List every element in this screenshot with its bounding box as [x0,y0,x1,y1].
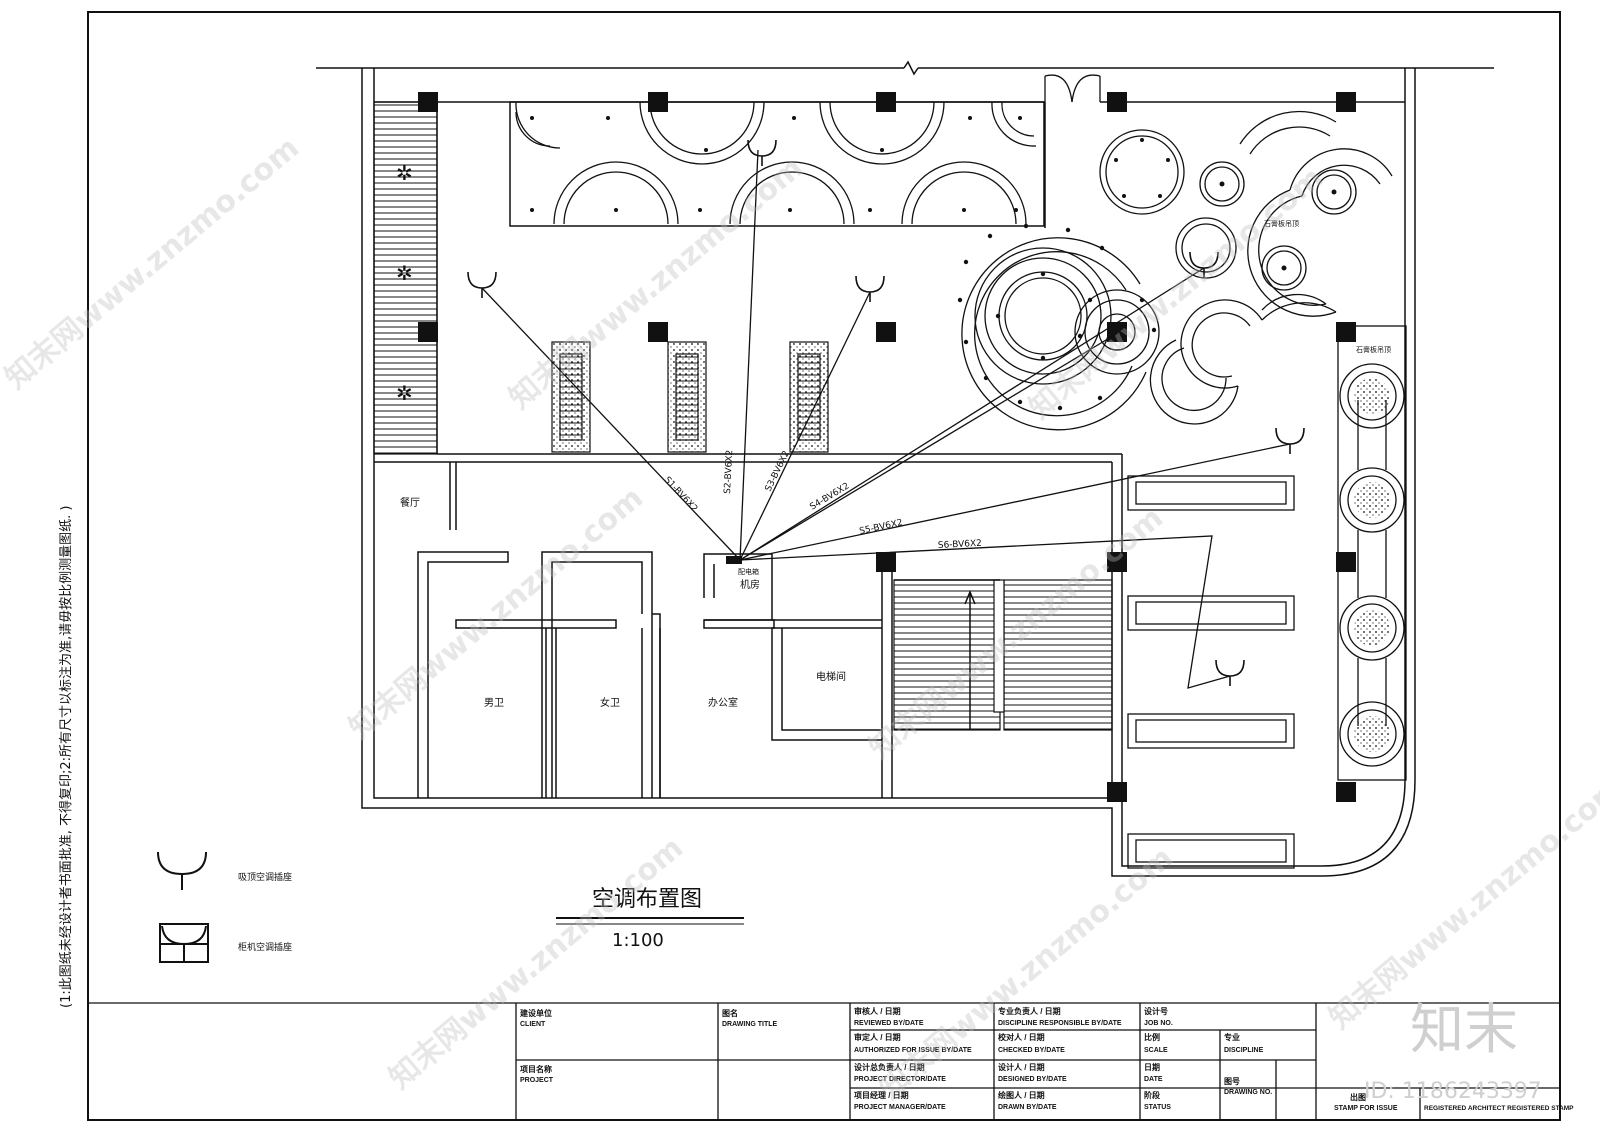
legend-ceiling-ac-icon [157,851,207,890]
round-ceiling-lights [957,223,1157,411]
room-label-elevator: 电梯间 [816,670,846,683]
tb-drawing-title-en: DRAWING TITLE [722,1021,778,1028]
fixture-dots [1114,138,1337,271]
side-shelf-units [1127,475,1295,869]
legend-cabinet-ac-icon [159,923,209,963]
tb-designed-cn: 设计人 / 日期 [998,1062,1045,1072]
tb-drawing-title-cn: 图名 [722,1008,738,1018]
watermark-brand: 知末 [1410,998,1518,1061]
left-hatched-strip [373,101,438,455]
tb-director-en: PROJECT DIRECTOR/DATE [854,1076,946,1083]
tb-authorized-en: AUTHORIZED FOR ISSUE BY/DATE [854,1047,972,1054]
room-label-machine: 机房 [740,578,760,591]
tb-director-cn: 设计总负责人 / 日期 [854,1062,925,1072]
svg-text:✲: ✲ [396,381,413,405]
staircase [893,579,1113,731]
tb-job-cn: 设计号 [1144,1006,1168,1016]
drawing-title: 空调布置图 [592,887,702,912]
tb-job-en: JOB NO. [1144,1020,1173,1027]
side-note: (1:此图纸未经设计者书面批准, 不得复印;2:所有尺寸以标注为准,请毋按比例测… [58,506,74,1009]
round-light-fixtures [1099,129,1357,291]
tb-reg-stamp-en: REGISTERED ARCHITECT REGISTERED STAMP [1424,1105,1574,1112]
legend-ceiling-ac-label: 吸顶空调插座 [238,871,292,883]
label-gypsum-ceiling-1: 石膏板吊顶 [1264,219,1299,228]
lower-room-walls [417,462,893,798]
tb-drawing-no-cn: 图号 [1224,1077,1240,1086]
room-label-womens-wc: 女卫 [600,696,620,709]
structural-columns [418,92,1356,802]
decor-plants: ✲ ✲ ✲ [396,161,413,405]
circuit-label-s5: S5-BV6X2 [859,518,904,537]
tb-stamp-issue-en: STAMP FOR ISSUE [1334,1105,1398,1112]
right-column-dots [1354,378,1390,752]
svg-text:✲: ✲ [396,161,413,185]
tb-reviewed-en: REVIEWED BY/DATE [854,1020,924,1027]
tb-discipline-en: DISCIPLINE [1224,1047,1264,1054]
right-gypsum-column [1337,325,1407,781]
entrance-door [1044,74,1101,103]
tb-status-cn: 阶段 [1144,1090,1160,1100]
circuit-label-s3: S3-BV6X2 [764,449,792,493]
watermark-id: ID: 1186243397 [1364,1079,1542,1104]
tb-drawn-en: DRAWN BY/DATE [998,1104,1057,1111]
title-block [88,1002,1560,1120]
ceiling-spotlights [530,116,1022,212]
circuit-label-s1: S1-BV6X2 [662,475,699,514]
tb-client-en: CLIENT [520,1021,546,1028]
svg-text:✲: ✲ [396,261,413,285]
watermark-8: 知末网www.znzmo.com [1323,770,1600,1036]
tb-date-en: DATE [1144,1076,1163,1083]
tb-date-cn: 日期 [1144,1062,1160,1072]
tb-stamp-issue-cn: 出图 [1350,1092,1366,1102]
circuit-label-s2: S2-BV6X2 [723,450,735,495]
drawing-scale: 1:100 [612,930,664,951]
tb-reviewed-cn: 审核人 / 日期 [854,1006,901,1016]
circuit-label-s6: S6-BV6X2 [938,539,983,551]
watermark-1: 知末网www.znzmo.com [0,130,306,396]
tb-discipline-resp-en: DISCIPLINE RESPONSIBLE BY/DATE [998,1020,1122,1027]
tb-designed-en: DESIGNED BY/DATE [998,1076,1067,1083]
display-shelves [551,341,829,453]
legend-cabinet-ac-label: 柜机空调插座 [238,941,292,953]
tb-manager-cn: 项目经理 / 日期 [854,1090,909,1100]
tb-checked-en: CHECKED BY/DATE [998,1047,1065,1054]
tb-status-en: STATUS [1144,1104,1171,1111]
tb-authorized-cn: 审定人 / 日期 [854,1032,901,1042]
distribution-box-symbol [726,556,742,564]
tb-project-en: PROJECT [520,1077,554,1084]
tb-drawing-no-en: DRAWING NO. [1224,1089,1272,1096]
ceiling-ac-sockets [467,139,1305,686]
room-label-office: 办公室 [708,696,738,709]
tb-discipline-cn: 专业 [1224,1032,1240,1042]
watermark-6: 知末网www.znzmo.com [383,830,690,1096]
tb-discipline-resp-cn: 专业负责人 / 日期 [998,1006,1061,1016]
label-distribution-box: 配电箱 [738,567,759,576]
hall-walls [374,101,1405,798]
tb-client-cn: 建设单位 [519,1008,552,1018]
tb-project-cn: 项目名称 [520,1064,552,1074]
room-label-dining: 餐厅 [400,496,420,509]
tb-manager-en: PROJECT MANAGER/DATE [854,1104,946,1111]
sheet-border [87,11,1561,1121]
tb-scale-cn: 比例 [1144,1032,1160,1042]
room-label-mens-wc: 男卫 [484,697,504,709]
tb-checked-cn: 校对人 / 日期 [998,1032,1045,1042]
label-gypsum-ceiling-2: 石膏板吊顶 [1356,345,1391,354]
tb-drawn-cn: 绘图人 / 日期 [998,1090,1045,1100]
watermark-3: 知末网www.znzmo.com [1023,160,1330,426]
top-wall-line [316,60,1494,76]
tb-scale-en: SCALE [1144,1047,1168,1054]
ceiling-arches [515,101,1037,225]
ac-circuits [481,149,1291,689]
curved-gypsum-ceiling [1149,110,1393,425]
